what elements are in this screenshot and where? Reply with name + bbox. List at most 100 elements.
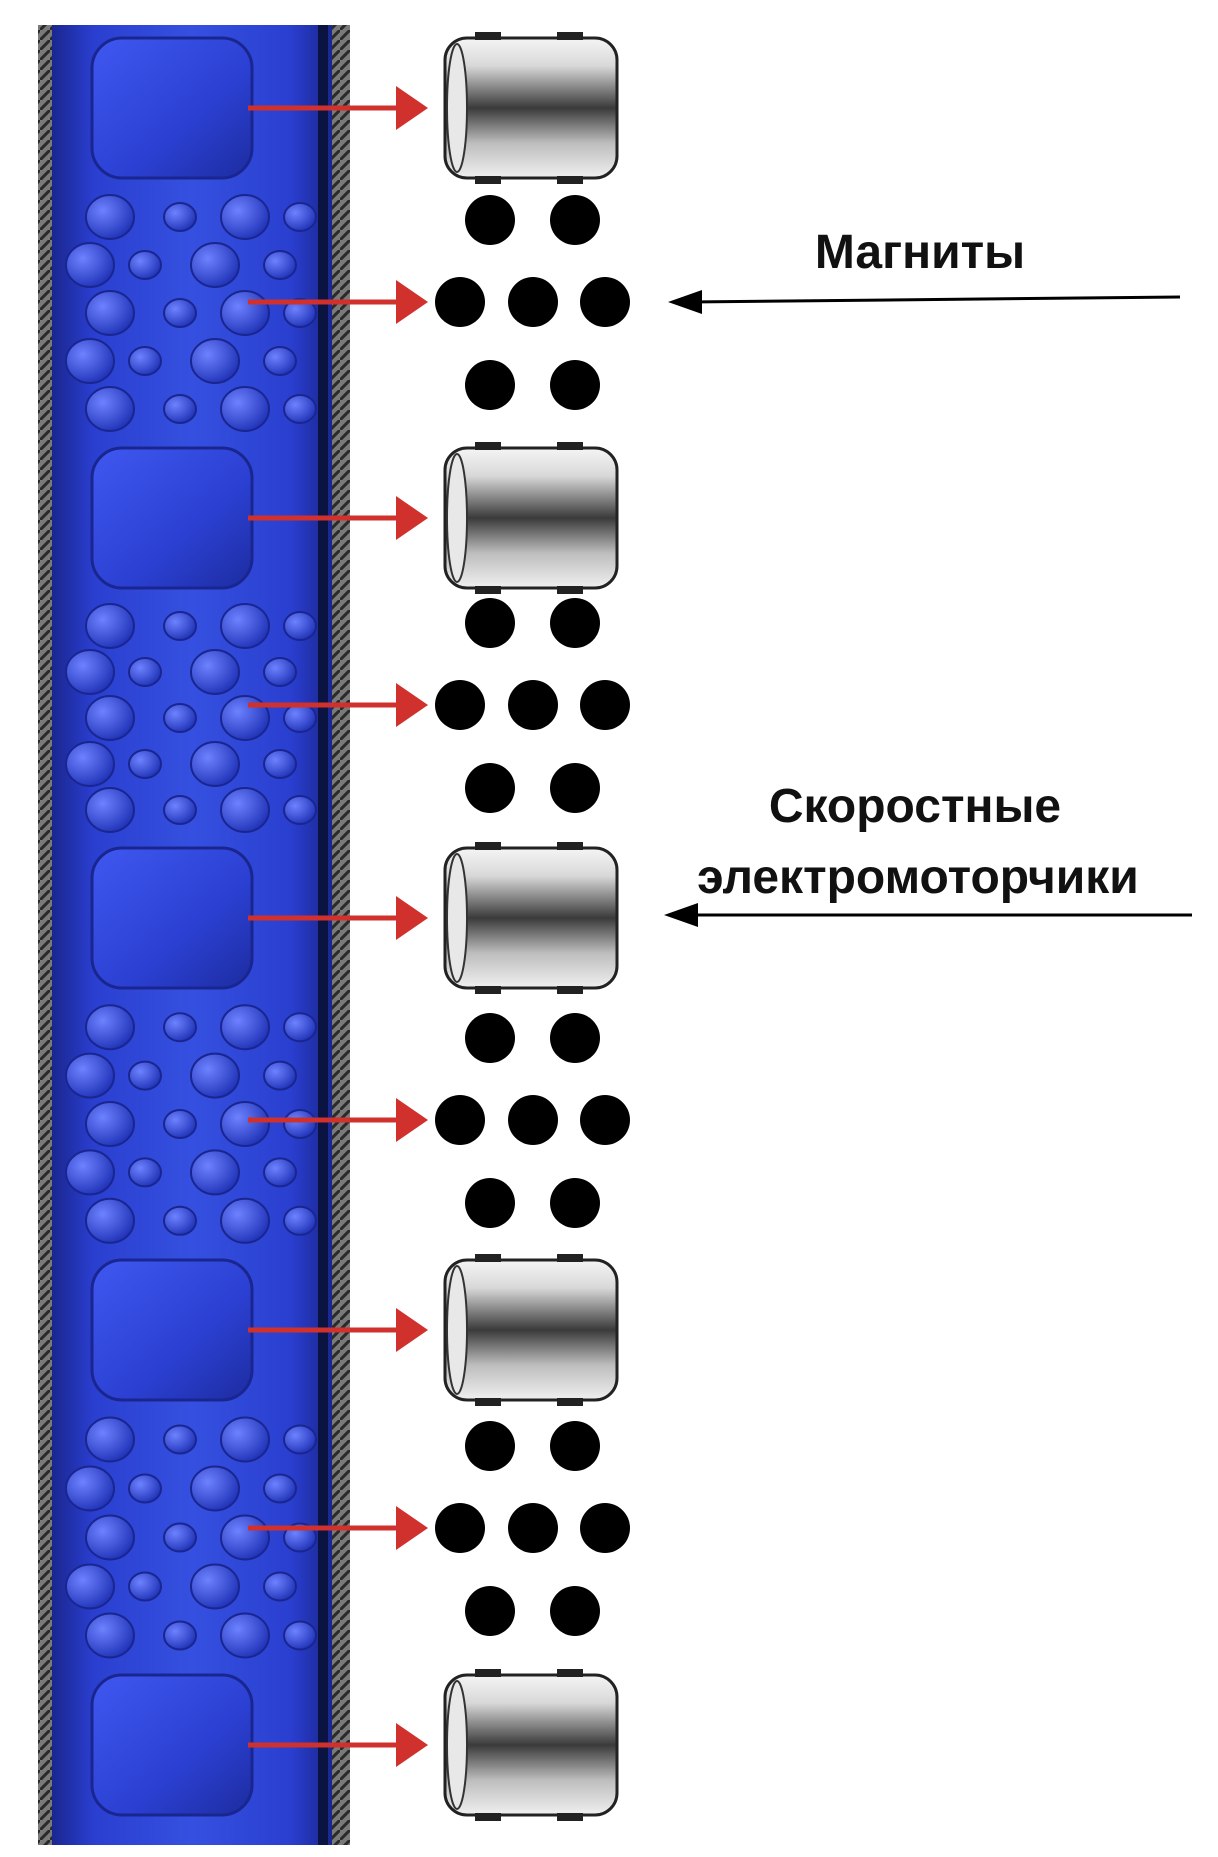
belt-bump (66, 339, 114, 383)
magnet-dot-icon (508, 277, 558, 327)
belt-bump (191, 1054, 239, 1098)
belt-bump (129, 1062, 161, 1090)
belt-bump (284, 1622, 316, 1650)
pointer-head-motors (664, 903, 698, 927)
motor-body (445, 848, 617, 988)
magnet-dot-icon (508, 1095, 558, 1145)
magnet-dot-icon (550, 1178, 600, 1228)
red-arrow-head (396, 1506, 428, 1550)
motor-tab (557, 986, 583, 994)
belt-bump (284, 612, 316, 640)
motor-body (445, 1675, 617, 1815)
belt-bump (129, 658, 161, 686)
belt-bump (221, 1199, 269, 1243)
belt-bump (191, 339, 239, 383)
belt-bump (164, 612, 196, 640)
motor-tab (475, 1813, 501, 1821)
belt-bump (221, 1005, 269, 1049)
belt-bump (221, 195, 269, 239)
belt-bump (86, 788, 134, 832)
magnet-dot-icon (580, 1095, 630, 1145)
belt-bump (164, 1207, 196, 1235)
magnet-dot-icon (465, 1586, 515, 1636)
massage-belt (38, 25, 350, 1845)
belt-bump (221, 1418, 269, 1462)
motor-tab (475, 176, 501, 184)
belt-bump (284, 1013, 316, 1041)
belt-pad (92, 1675, 252, 1815)
motor-tab (475, 32, 501, 40)
red-arrow-head (396, 1308, 428, 1352)
magnet-dot-icon (550, 195, 600, 245)
belt-bump (129, 251, 161, 279)
belt-edge-right (330, 25, 350, 1845)
belt-bump (129, 1158, 161, 1186)
belt-bump (264, 1475, 296, 1503)
magnet-dot-icon (435, 1095, 485, 1145)
red-arrow-head (396, 86, 428, 130)
belt-bump (86, 387, 134, 431)
belt-bump (191, 742, 239, 786)
belt-bump (164, 1426, 196, 1454)
belt-bump (221, 604, 269, 648)
belt-bump (86, 1102, 134, 1146)
belt-pad (92, 848, 252, 988)
belt-bump (164, 1013, 196, 1041)
motor-end-cap (447, 1681, 467, 1809)
magnet-group (435, 1421, 630, 1636)
motor-icon (445, 32, 617, 184)
label-magnets: Магниты (815, 226, 1025, 279)
magnet-dot-icon (550, 1586, 600, 1636)
magnet-group (435, 195, 630, 410)
magnet-dot-icon (550, 598, 600, 648)
belt-bump (86, 604, 134, 648)
belt-bump (264, 347, 296, 375)
motor-icon (445, 1669, 617, 1821)
belt-bump (191, 1565, 239, 1609)
label-motors-line2: электромоторчики (697, 851, 1139, 904)
belt-bump (191, 650, 239, 694)
label-motors-line1: Скоростные (769, 780, 1061, 833)
magnet-dot-icon (508, 1503, 558, 1553)
red-arrow-head (396, 1098, 428, 1142)
magnet-dot-icon (580, 680, 630, 730)
pointer-head-magnets (668, 290, 702, 314)
belt-bump (164, 1524, 196, 1552)
magnet-dot-icon (465, 598, 515, 648)
belt-bump (66, 1565, 114, 1609)
belt-bump (284, 203, 316, 231)
belt-bump (221, 291, 269, 335)
belt-bump (129, 750, 161, 778)
motor-end-cap (447, 854, 467, 982)
belt-bump (66, 1150, 114, 1194)
belt-bump (86, 1614, 134, 1658)
belt-bump (129, 347, 161, 375)
motor-tab (475, 442, 501, 450)
magnet-dot-icon (550, 360, 600, 410)
belt-bump (284, 1207, 316, 1235)
motor-body (445, 38, 617, 178)
magnet-dot-icon (550, 763, 600, 813)
red-arrow-head (396, 683, 428, 727)
motor-tab (557, 1398, 583, 1406)
motor-icon (445, 442, 617, 594)
magnet-group (435, 1013, 630, 1228)
belt-bump (129, 1475, 161, 1503)
magnet-dot-icon (465, 360, 515, 410)
belt-bump (164, 796, 196, 824)
magnet-dot-icon (465, 1178, 515, 1228)
magnet-dot-icon (435, 277, 485, 327)
belt-bump (221, 1102, 269, 1146)
belt-bump (264, 1062, 296, 1090)
belt-bump (164, 203, 196, 231)
motor-tab (475, 986, 501, 994)
motor-tab (475, 1398, 501, 1406)
belt-bump (66, 650, 114, 694)
motor-tab (557, 442, 583, 450)
belt-bump (264, 251, 296, 279)
belt-bump (284, 704, 316, 732)
belt-bump (164, 704, 196, 732)
motor-body (445, 1260, 617, 1400)
belt-pad (92, 1260, 252, 1400)
